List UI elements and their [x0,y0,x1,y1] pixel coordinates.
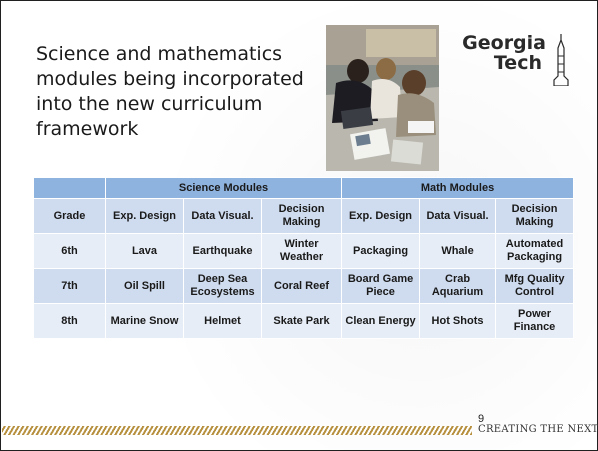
column-header: Decision Making [495,198,575,234]
empty-header-cell [33,177,106,199]
column-header: Decision Making [260,198,343,234]
table-row: 7th Oil Spill Deep Sea Ecosystems Coral … [33,268,575,304]
slide-title: Science and mathematics modules being in… [36,43,304,140]
table-cell: 6th [33,233,106,269]
table-row: 8th Marine Snow Helmet Skate Park Clean … [33,303,575,339]
table-cell: Power Finance [495,303,575,339]
table-cell: Winter Weather [260,233,343,269]
table-cell: Deep Sea Ecosystems [183,268,262,304]
table-cell: Marine Snow [105,303,184,339]
column-header: Grade [33,198,106,234]
table-cell: Mfg Quality Control [495,268,575,304]
table-cell: Automated Packaging [495,233,575,269]
column-header: Data Visual. [419,198,497,234]
tech-tower-icon [553,34,569,86]
table-cell: Hot Shots [419,303,497,339]
math-modules-header: Math Modules [341,177,575,199]
logo-line1: Georgia [462,32,546,54]
table-cell: 8th [33,303,106,339]
science-modules-header: Science Modules [104,177,343,199]
modules-table: Science Modules Math Modules Grade Exp. … [33,177,575,339]
column-header: Exp. Design [341,198,421,234]
page-number: 9 [478,413,485,425]
column-header: Exp. Design [105,198,184,234]
logo-line2: Tech [493,52,542,74]
table-cell: Skate Park [260,303,343,339]
table-cell: 7th [33,268,106,304]
group-header-row: Science Modules Math Modules [33,177,575,199]
table-cell: Crab Aquarium [419,268,497,304]
georgia-tech-logo: Georgia Tech [454,32,576,92]
table-cell: Clean Energy [341,303,421,339]
table-cell: Lava [105,233,184,269]
footer-stripe [2,426,472,435]
footer-tagline: CREATING THE NEXT® [478,424,598,435]
table-cell: Board Game Piece [341,268,421,304]
table-cell: Oil Spill [105,268,184,304]
column-header: Data Visual. [183,198,262,234]
table-cell: Coral Reef [260,268,343,304]
table-cell: Earthquake [183,233,262,269]
column-header-row: Grade Exp. Design Data Visual. Decision … [33,198,575,234]
table-cell: Packaging [341,233,421,269]
table-row: 6th Lava Earthquake Winter Weather Packa… [33,233,575,269]
classroom-photo [326,25,439,171]
table-cell: Helmet [183,303,262,339]
table-cell: Whale [419,233,497,269]
